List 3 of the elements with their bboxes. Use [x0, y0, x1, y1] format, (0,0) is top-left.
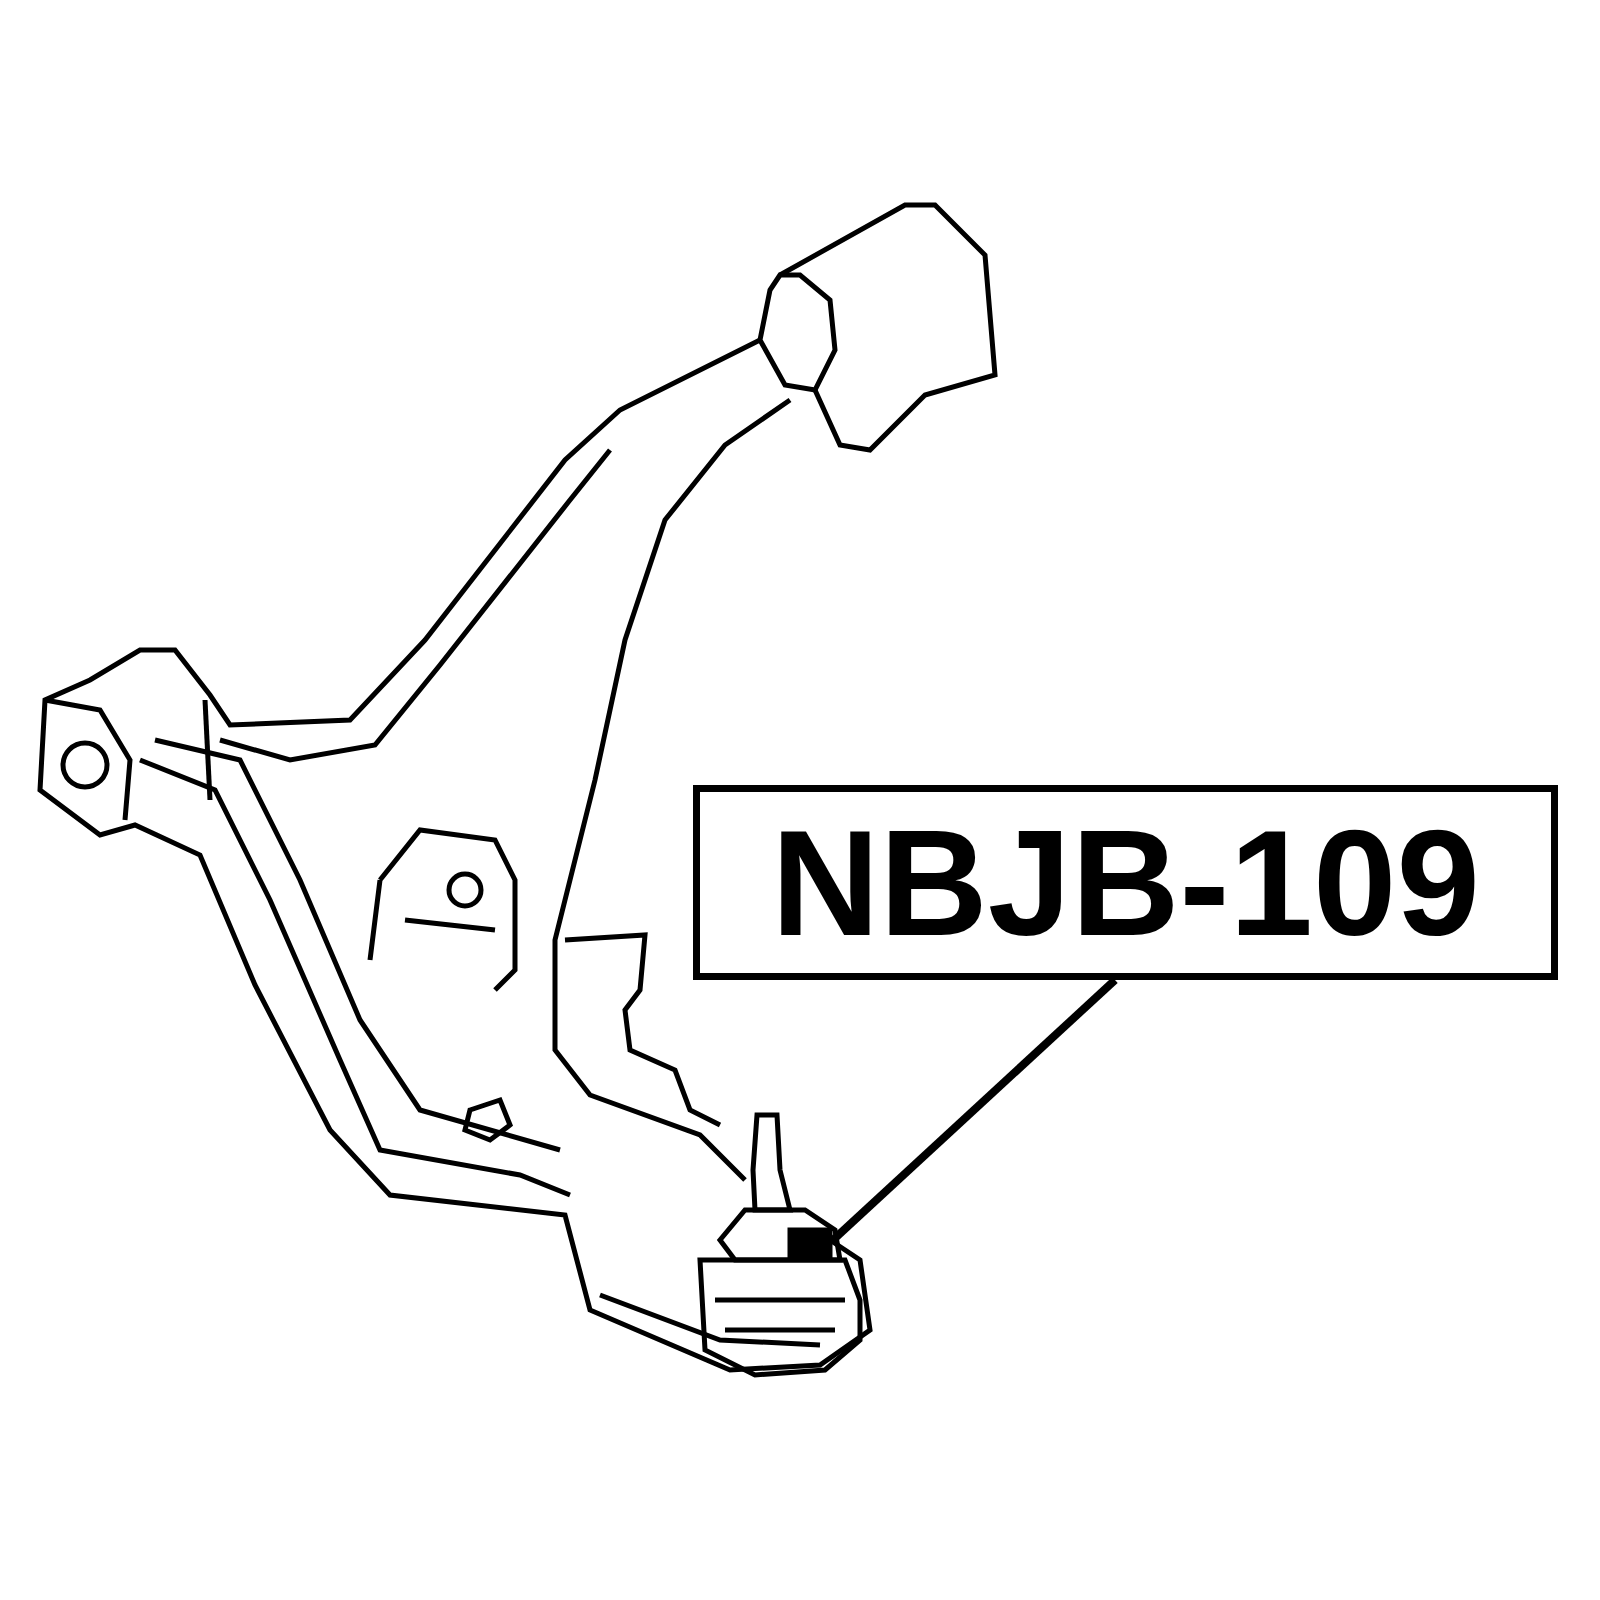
leader-line: [830, 977, 1118, 1243]
part-number-box: [693, 785, 1558, 980]
part-number: NBJB-109: [771, 807, 1480, 958]
